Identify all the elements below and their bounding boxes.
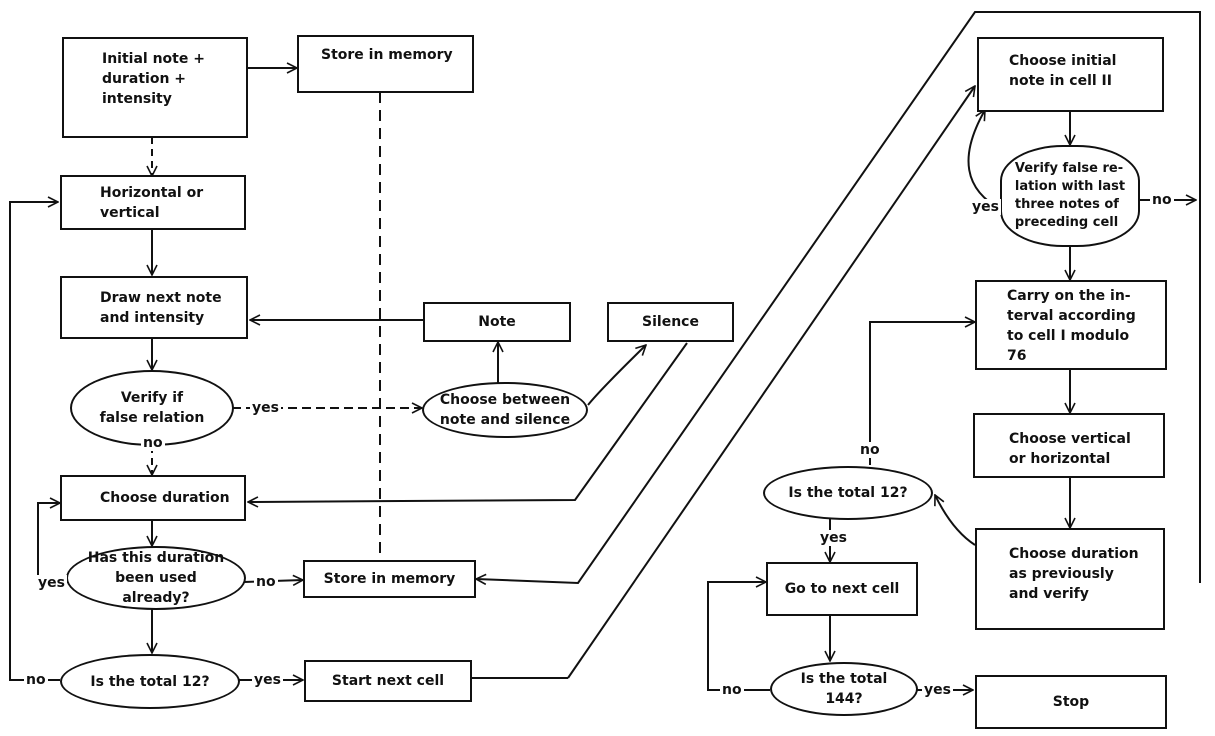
edge-label-total12r-yes: yes: [818, 530, 849, 546]
edge-label-used-no: no: [254, 574, 278, 590]
silence-box: Silence: [607, 302, 734, 342]
go-next-cell-box: Go to next cell: [766, 562, 918, 616]
arrow-start-to-cell2: [567, 86, 975, 679]
edge-label-total12-no: no: [24, 672, 48, 688]
store-memory-top-box: Store in memory: [297, 35, 474, 93]
choose-vertical-horizontal-box: Choose vertical or horizontal: [973, 413, 1165, 478]
verify-false-relation-label: Verify if false relation: [99, 390, 205, 426]
total-12-left-label: Is the total 12?: [90, 673, 210, 690]
edge-label-total144-no: no: [720, 682, 744, 698]
verify-false-relation-oval: Verify if false relation: [70, 370, 234, 446]
arrow-silence-to-duration: [248, 342, 688, 502]
note-label: Note: [478, 314, 516, 330]
draw-next-note-label: Draw next note and intensity: [100, 290, 222, 326]
store-memory-top-label: Store in memory: [321, 47, 453, 63]
initial-note-box: Initial note + duration + intensity: [62, 37, 248, 138]
choose-initial-cell2-label: Choose initial note in cell II: [1009, 53, 1117, 89]
arrow-choose-to-silence: [587, 345, 646, 406]
choose-duration-verify-label: Choose duration as previously and verify: [1009, 546, 1139, 602]
carry-interval-box: Carry on the in- terval according to cel…: [975, 280, 1167, 370]
total-144-label: Is the total 144?: [800, 671, 888, 707]
duration-used-label: Has this duration been used already?: [87, 550, 225, 606]
store-memory-bottom-label: Store in memory: [323, 571, 456, 587]
total-12-right-label: Is the total 12?: [788, 485, 908, 501]
arrow-return-to-store: [476, 11, 1201, 583]
edge-label-total12-yes: yes: [252, 672, 283, 688]
draw-next-note-box: Draw next note and intensity: [60, 276, 248, 339]
edge-label-verify3-yes: yes: [970, 199, 1001, 215]
choose-note-silence-label: Choose between note and silence: [439, 392, 571, 428]
silence-label: Silence: [642, 314, 699, 330]
stop-label: Stop: [1052, 694, 1090, 710]
verify-last3-oval: Verify false re- lation with last three …: [1000, 145, 1140, 247]
stop-box: Stop: [975, 675, 1167, 729]
arrow-total12-no-loop: [869, 322, 975, 465]
horizontal-vertical-label: Horizontal or vertical: [100, 185, 204, 221]
horizontal-vertical-box: Horizontal or vertical: [60, 175, 246, 230]
arrow-total-no-loop: [9, 202, 60, 681]
note-box: Note: [423, 302, 571, 342]
start-next-cell-box: Start next cell: [304, 660, 472, 702]
arrow-duration-to-total12: [935, 495, 976, 546]
choose-initial-cell2-box: Choose initial note in cell II: [977, 37, 1164, 112]
initial-note-label: Initial note + duration + intensity: [102, 51, 205, 107]
total-12-right-oval: Is the total 12?: [763, 466, 933, 520]
edge-label-used-yes: yes: [36, 575, 67, 591]
store-memory-bottom-box: Store in memory: [303, 560, 476, 598]
carry-interval-label: Carry on the in- terval according to cel…: [1007, 288, 1136, 364]
choose-vertical-horizontal-label: Choose vertical or horizontal: [1009, 431, 1131, 467]
verify-last3-label: Verify false re- lation with last three …: [1014, 161, 1126, 230]
edge-label-verify-no: no: [141, 435, 165, 451]
choose-duration-verify-box: Choose duration as previously and verify: [975, 528, 1165, 630]
total-12-left-oval: Is the total 12?: [60, 654, 240, 709]
choose-note-silence-oval: Choose between note and silence: [422, 382, 588, 438]
edge-label-verify3-no: no: [1150, 192, 1174, 208]
edge-label-total144-yes: yes: [922, 682, 953, 698]
start-next-cell-label: Start next cell: [331, 673, 445, 689]
edge-label-total12r-no: no: [858, 442, 882, 458]
choose-duration-box: Choose duration: [60, 475, 246, 521]
duration-used-oval: Has this duration been used already?: [66, 546, 246, 610]
arrow-total144-no-loop: [707, 582, 770, 691]
total-144-oval: Is the total 144?: [770, 662, 918, 716]
arrow-verify-yes-loop: [967, 110, 1003, 211]
edge-label-verify-yes: yes: [250, 400, 281, 416]
choose-duration-label: Choose duration: [100, 490, 230, 506]
go-next-cell-label: Go to next cell: [784, 581, 900, 597]
